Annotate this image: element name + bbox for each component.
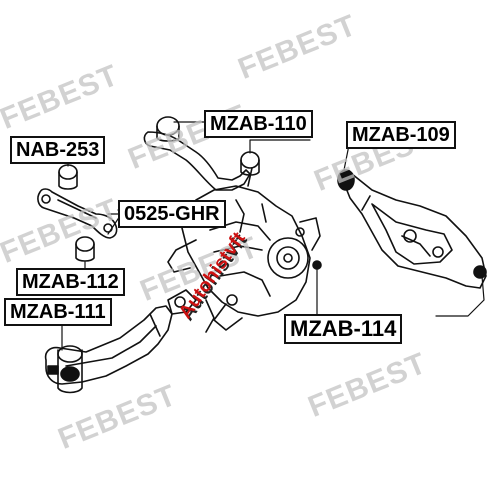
lateral-link — [37, 188, 118, 239]
label-nab-253: NAB-253 — [10, 136, 106, 164]
label-mzab-111: MZAB-111 — [4, 298, 112, 326]
label-mzab-110: MZAB-110 — [204, 110, 313, 138]
lower-control-arm-left — [44, 305, 173, 394]
label-mzab-112: MZAB-112 — [16, 268, 125, 296]
label-0525-ghr: 0525-GHR — [118, 200, 226, 228]
lower-control-arm-right — [337, 169, 487, 289]
bush-nab-253 — [58, 164, 78, 190]
label-mzab-109: MZAB-109 — [346, 121, 456, 149]
label-mzab-114: MZAB-114 — [284, 314, 403, 344]
bush-mzab-112 — [75, 236, 95, 262]
